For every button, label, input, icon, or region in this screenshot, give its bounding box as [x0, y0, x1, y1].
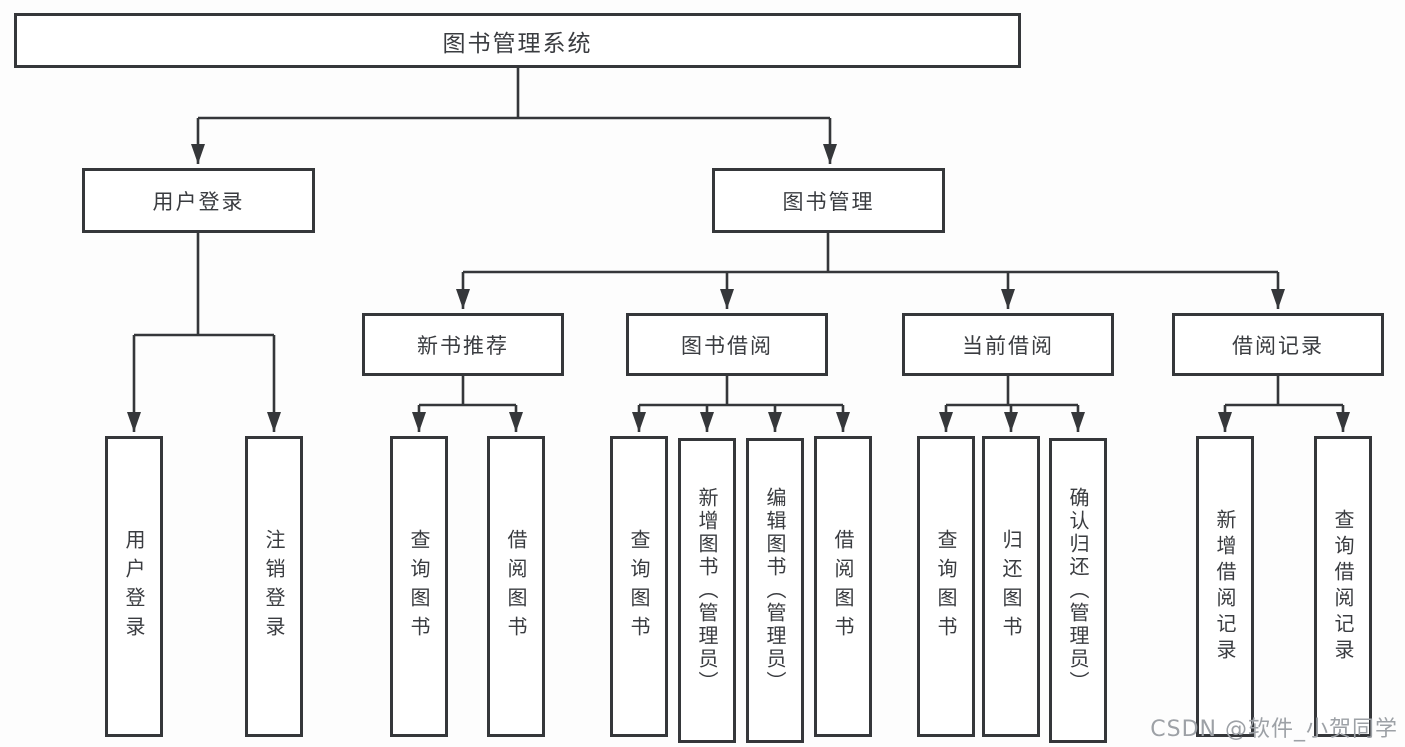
leaf-add-books-admin: 新增图书（管理员） [678, 438, 736, 743]
node-book-borrowing-label: 图书借阅 [681, 333, 773, 358]
leaf-logout-label: 注销登录 [262, 528, 286, 645]
leaf-query-borrow-record: 查询借阅记录 [1314, 436, 1372, 737]
leaf-add-books-admin-label: 新增图书（管理员） [695, 487, 719, 694]
leaf-recommend-borrow-books: 借阅图书 [487, 436, 545, 737]
node-borrowing-records-label: 借阅记录 [1232, 333, 1324, 358]
leaf-recommend-borrow-books-label: 借阅图书 [504, 528, 528, 645]
leaf-return-books-label: 归还图书 [999, 528, 1023, 645]
node-new-book-recommend-label: 新书推荐 [417, 333, 509, 358]
leaf-user-login-label: 用户登录 [122, 528, 146, 645]
leaf-confirm-return-admin: 确认归还（管理员） [1049, 438, 1107, 743]
leaf-return-books: 归还图书 [982, 436, 1040, 737]
node-user-login-label: 用户登录 [152, 189, 245, 214]
node-current-borrowing-label: 当前借阅 [962, 333, 1054, 358]
node-borrowing-records: 借阅记录 [1172, 313, 1384, 376]
node-new-book-recommend: 新书推荐 [362, 313, 564, 376]
node-current-borrowing: 当前借阅 [902, 313, 1114, 376]
node-book-borrowing: 图书借阅 [626, 313, 828, 376]
leaf-logout: 注销登录 [245, 436, 303, 737]
node-user-login: 用户登录 [82, 168, 315, 233]
leaf-current-query-books: 查询图书 [917, 436, 975, 737]
leaf-borrowing-query-books: 查询图书 [610, 436, 668, 737]
leaf-current-query-books-label: 查询图书 [934, 528, 958, 645]
leaf-recommend-query-books: 查询图书 [390, 436, 448, 737]
leaf-add-borrow-record: 新增借阅记录 [1196, 436, 1254, 737]
leaf-user-login: 用户登录 [105, 436, 163, 737]
leaf-edit-books-admin: 编辑图书（管理员） [746, 438, 804, 743]
leaf-borrowing-borrow-books-label: 借阅图书 [831, 528, 855, 645]
leaf-confirm-return-admin-label: 确认归还（管理员） [1066, 487, 1090, 694]
leaf-add-borrow-record-label: 新增借阅记录 [1213, 508, 1237, 665]
node-book-management: 图书管理 [712, 168, 945, 233]
leaf-edit-books-admin-label: 编辑图书（管理员） [763, 487, 787, 694]
leaf-recommend-query-books-label: 查询图书 [407, 528, 431, 645]
leaf-borrowing-borrow-books: 借阅图书 [814, 436, 872, 737]
node-library-system-label: 图书管理系统 [442, 30, 593, 57]
node-library-system: 图书管理系统 [14, 13, 1021, 68]
csdn-watermark: CSDN @软件_小贺同学 [1150, 717, 1398, 742]
leaf-query-borrow-record-label: 查询借阅记录 [1331, 508, 1355, 665]
node-book-management-label: 图书管理 [782, 189, 875, 214]
leaf-borrowing-query-books-label: 查询图书 [627, 528, 651, 645]
